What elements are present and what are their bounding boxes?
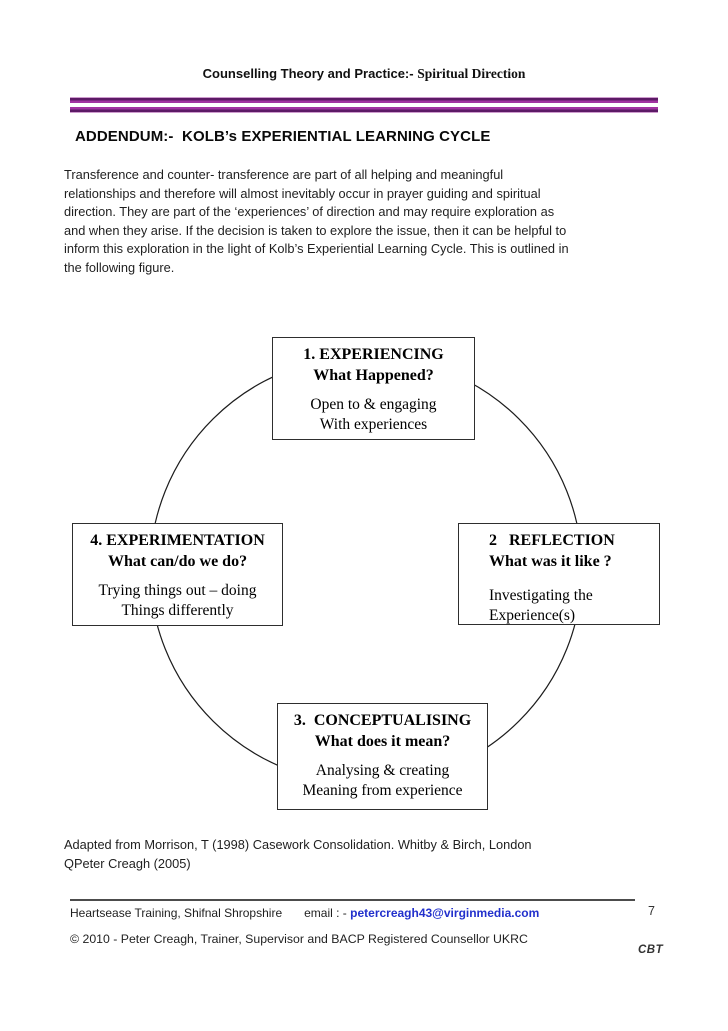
email-link[interactable]: petercreagh43@virginmedia.com bbox=[350, 906, 540, 920]
box-conceptualising-question: What does it mean? bbox=[314, 733, 451, 750]
box-experiencing-body2: With experiences bbox=[319, 416, 428, 433]
box-conceptualising-body2: Meaning from experience bbox=[302, 782, 463, 799]
box-experimentation: 4. EXPERIMENTATION What can/do we do? Tr… bbox=[72, 523, 283, 626]
box-reflection-question: What was it like ? bbox=[489, 553, 612, 570]
box-experiencing-body1: Open to & engaging bbox=[310, 396, 437, 413]
box-experimentation-question: What can/do we do? bbox=[107, 553, 248, 570]
attribution-line1: Adapted from Morrison, T (1998) Casework… bbox=[64, 837, 532, 852]
intro-line: the following figure. bbox=[64, 259, 175, 275]
box-experiencing-title: 1. EXPERIENCING bbox=[303, 346, 444, 363]
attribution-line2: QPeter Creagh (2005) bbox=[64, 855, 191, 871]
box-conceptualising-body1: Analysing & creating bbox=[315, 762, 450, 779]
attribution: Adapted from Morrison, T (1998) Casework… bbox=[64, 836, 684, 873]
footer-email-label: email : - bbox=[304, 906, 351, 920]
page-title: ADDENDUM:- KOLB’s EXPERIENTIAL LEARNING … bbox=[75, 128, 491, 145]
intro-line: inform this exploration in the light of … bbox=[64, 241, 569, 257]
footer-org: Heartsease Training, Shifnal Shropshire bbox=[70, 906, 283, 920]
footer-rule bbox=[70, 899, 635, 902]
box-reflection-title: 2 REFLECTION bbox=[489, 532, 615, 549]
divider-bottom-band bbox=[70, 107, 658, 113]
box-experimentation-body1: Trying things out – doing bbox=[98, 582, 257, 599]
divider-top-band bbox=[70, 97, 658, 103]
intro-line: Transference and counter- transference a… bbox=[64, 167, 504, 182]
box-reflection-body1: Investigating the bbox=[489, 587, 593, 604]
intro-line: direction. They are part of the ‘experie… bbox=[64, 204, 555, 220]
purple-divider bbox=[70, 97, 658, 113]
page-number: 7 bbox=[648, 904, 655, 918]
cbt-label: CBT bbox=[638, 944, 664, 956]
page-header: Counselling Theory and Practice:- Spirit… bbox=[0, 66, 728, 82]
box-experiencing: 1. EXPERIENCING What Happened? Open to &… bbox=[272, 337, 475, 440]
copyright-line: © 2010 - Peter Creagh, Trainer, Supervis… bbox=[70, 932, 528, 946]
intro-line: relationships and therefore will almost … bbox=[64, 185, 541, 201]
header-title-sub: Spiritual Direction bbox=[417, 66, 526, 81]
box-reflection: 2 REFLECTION What was it like ? Investig… bbox=[458, 523, 660, 625]
box-experiencing-question: What Happened? bbox=[313, 367, 434, 384]
intro-line: and when they arise. If the decision is … bbox=[64, 222, 567, 238]
divider-gap bbox=[70, 103, 658, 107]
box-experimentation-body2: Things differently bbox=[121, 602, 234, 619]
box-conceptualising-title: 3. CONCEPTUALISING bbox=[293, 712, 472, 729]
footer-contact: Heartsease Training, Shifnal Shropshire e… bbox=[70, 906, 539, 920]
intro-paragraph: Transference and counter- transference a… bbox=[64, 166, 679, 278]
box-reflection-body2: Experience(s) bbox=[489, 607, 576, 624]
box-experimentation-title: 4. EXPERIMENTATION bbox=[90, 532, 265, 549]
header-title-main: Counselling Theory and Practice:- bbox=[202, 66, 418, 81]
box-conceptualising: 3. CONCEPTUALISING What does it mean? An… bbox=[277, 703, 488, 810]
